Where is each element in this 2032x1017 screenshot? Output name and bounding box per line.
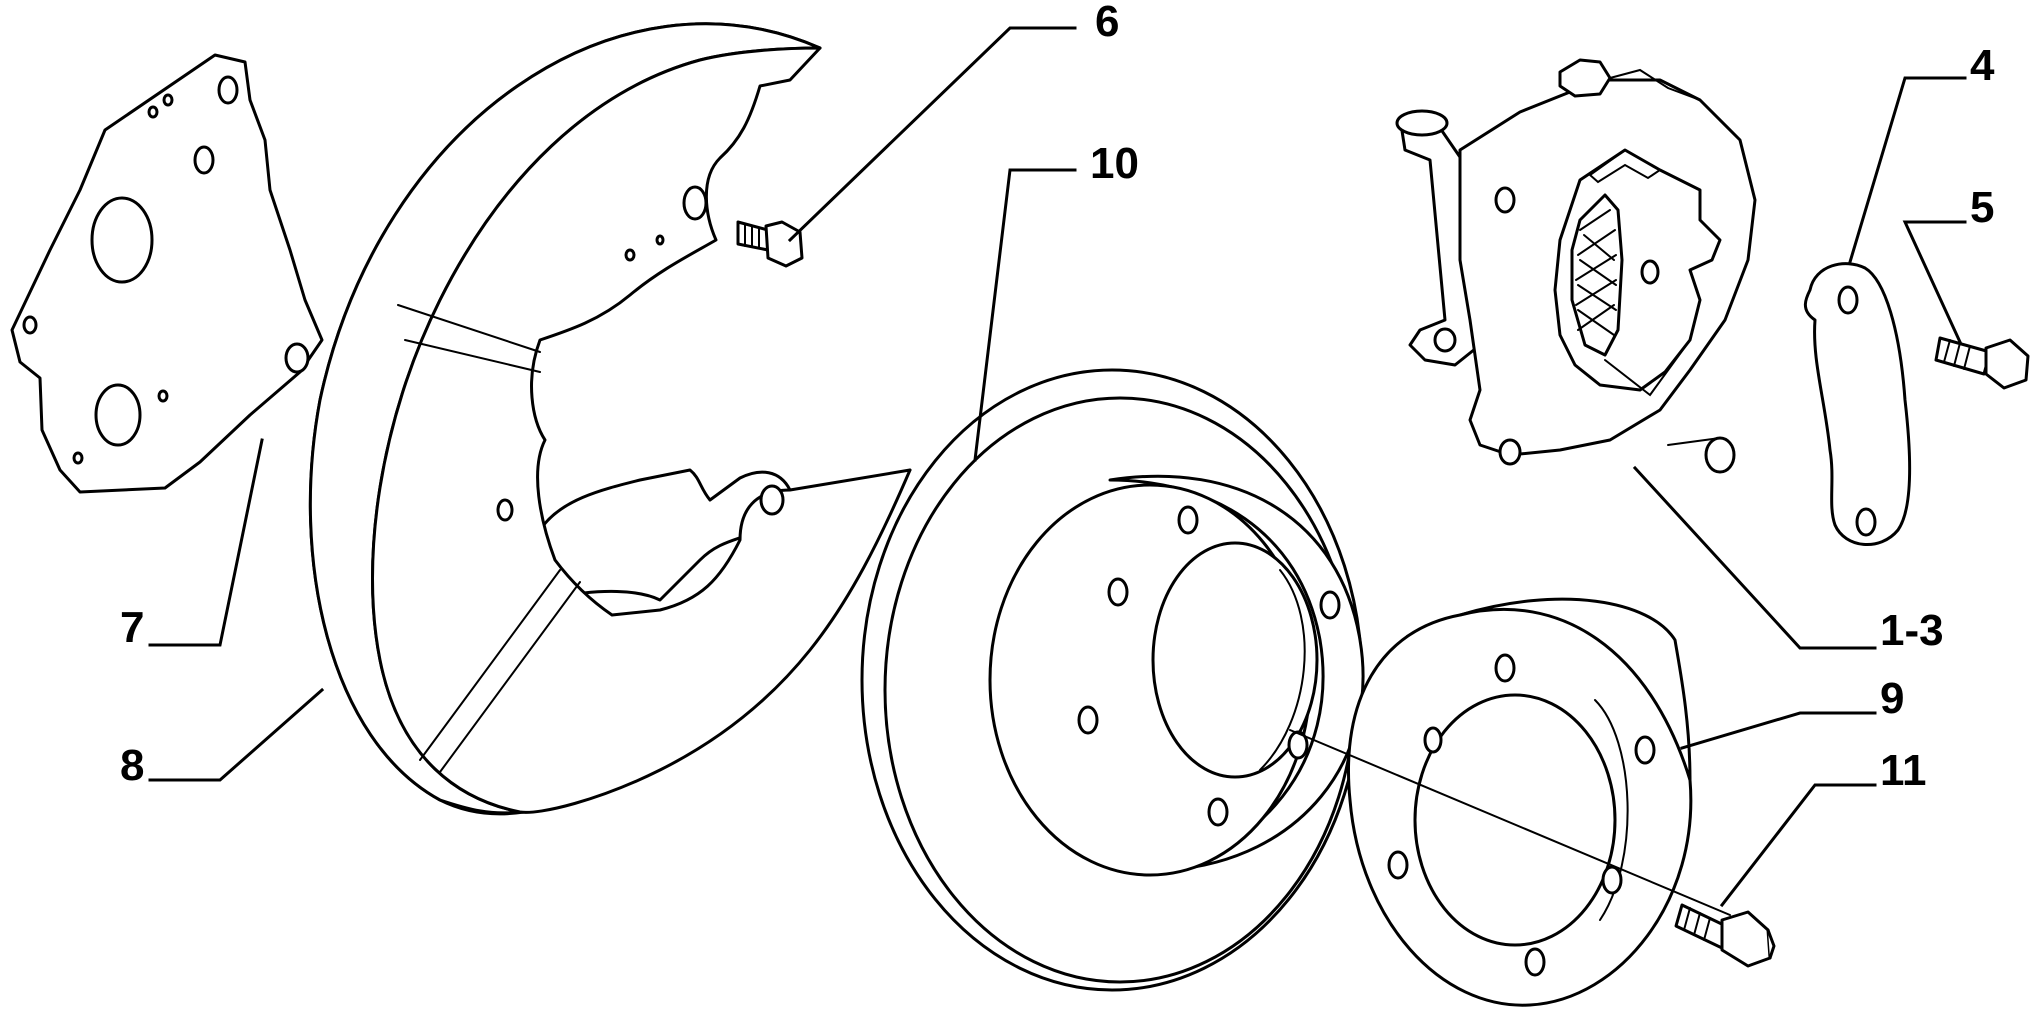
part-4-bracket-link [1803, 262, 1912, 546]
part-11-bolt [1289, 729, 1776, 968]
part-6-bolt [736, 220, 804, 268]
leader-8 [148, 687, 325, 782]
leader-4 [1848, 76, 1967, 264]
part-7-backing-plate [10, 53, 324, 494]
callout-1-3: 1-3 [1880, 606, 1944, 655]
leader-5 [1902, 220, 1967, 344]
callouts: 6 10 7 8 4 5 1-3 9 11 [120, 0, 1995, 795]
callout-8: 8 [120, 741, 144, 790]
part-8-dust-shield [308, 22, 912, 816]
callout-4: 4 [1970, 41, 1995, 90]
leader-10 [973, 168, 1077, 462]
leader-9 [1680, 711, 1877, 750]
leader-6 [787, 26, 1077, 243]
part-5-bolt [1934, 336, 2030, 390]
callout-11: 11 [1880, 746, 1927, 795]
part-9-spacer-ring [1347, 597, 1693, 1007]
callout-9: 9 [1880, 674, 1904, 723]
callout-7: 7 [120, 603, 144, 652]
leader-1-3 [1632, 465, 1877, 650]
callout-5: 5 [1970, 183, 1994, 232]
leader-11 [1719, 783, 1877, 908]
leader-lines [148, 26, 1967, 908]
part-1-3-caliper [1395, 58, 1757, 474]
leader-7 [148, 438, 264, 647]
callout-10: 10 [1090, 139, 1139, 188]
callout-6: 6 [1095, 0, 1119, 46]
part-10-brake-disc [860, 368, 1365, 992]
